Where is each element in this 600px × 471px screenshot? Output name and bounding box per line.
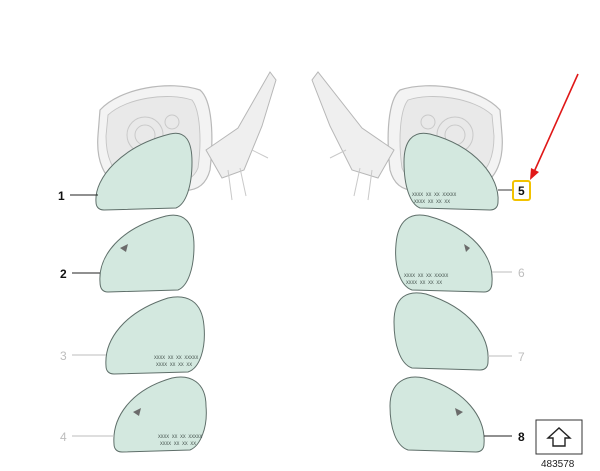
callouts: 1 2 3 4 5 6 7 8 [58,180,531,444]
callout-5-highlight [512,180,531,201]
document-symbol: 483578 [535,419,583,470]
glass-marking-5a: XXXX XX XX XXXXX [412,192,456,198]
callout-2[interactable]: 2 [60,267,67,281]
mirror-glass-8 [389,376,485,453]
callout-1[interactable]: 1 [58,189,65,203]
warning-triangle-icon [120,244,128,252]
mirror-glass-4: XXXX XX XX XXXXX XXXX XX XX XX [113,376,207,453]
glass-marking-6b: XXXX XX XX XX [406,280,442,286]
callout-7[interactable]: 7 [518,350,525,364]
callout-6[interactable]: 6 [518,266,525,280]
mirror-glass-7 [393,292,489,371]
leader-lines [70,189,512,437]
callout-8[interactable]: 8 [518,430,525,444]
callout-5[interactable]: 5 [518,184,525,198]
mirror-glass-3: XXXX XX XX XXXXX XXXX XX XX XX [105,296,205,375]
glass-marking-4a: XXXX XX XX XXXXX [158,434,202,440]
glass-marking-6a: XXXX XX XX XXXXX [404,273,448,279]
warning-triangle-icon [133,408,141,416]
glass-marking-3b: XXXX XX XX XX [156,362,192,368]
callout-3[interactable]: 3 [60,349,67,363]
callout-4[interactable]: 4 [60,430,67,444]
glass-marking-3a: XXXX XX XX XXXXX [154,355,198,361]
annotation-arrow-icon [530,73,579,180]
mirror-glass-6: XXXX XX XX XXXXX XXXX XX XX XX [395,214,493,293]
glass-marking-5b: XXXX XX XX XX [414,199,450,205]
document-number: 483578 [541,459,575,470]
mirror-glass-2 [99,214,195,293]
glass-marking-4b: XXXX XX XX XX [160,441,196,447]
direction-symbol-icon [546,427,572,447]
mirror-glass-1 [95,132,193,211]
warning-triangle-icon [455,408,463,416]
mirror-glass-5: XXXX XX XX XXXXX XXXX XX XX XX [403,132,499,211]
warning-triangle-icon [464,244,470,252]
